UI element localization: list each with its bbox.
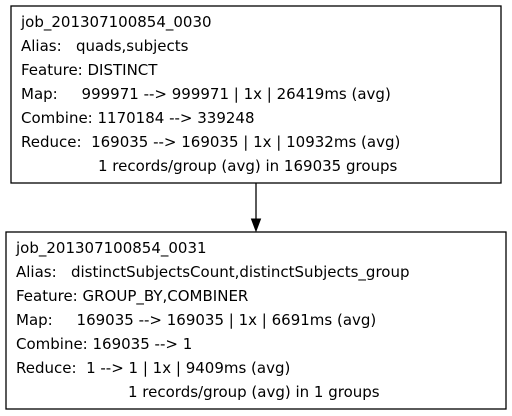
edge-0030-to-0031 (250, 183, 262, 233)
node-job-0031-groups: 1 records/group (avg) in 1 groups (128, 383, 380, 401)
node-job-0030-groups: 1 records/group (avg) in 169035 groups (98, 157, 398, 175)
node-job-0031-combine: Combine: 169035 --> 1 (16, 335, 192, 353)
node-job-0030-reduce: Reduce: 169035 --> 169035 | 1x | 10932ms… (21, 133, 400, 151)
node-job-0031-box (5, 231, 507, 410)
node-job-0031-feature: Feature: GROUP_BY,COMBINER (16, 287, 248, 306)
node-job-0031-map: Map: 169035 --> 169035 | 1x | 6691ms (av… (16, 311, 376, 329)
node-job-0030-box (10, 5, 502, 184)
node-job-0031-reduce: Reduce: 1 --> 1 | 1x | 9409ms (avg) (16, 359, 290, 377)
node-job-0031: job_201307100854_0031 Alias: distinctSub… (5, 231, 507, 410)
node-job-0030-combine: Combine: 1170184 --> 339248 (21, 109, 255, 127)
arrowhead-icon (250, 218, 262, 233)
node-job-0030-map: Map: 999971 --> 999971 | 1x | 26419ms (a… (21, 85, 391, 103)
node-job-0030-alias: Alias: quads,subjects (21, 37, 189, 55)
node-job-0031-alias: Alias: distinctSubjectsCount,distinctSub… (16, 263, 410, 282)
node-job-0030: job_201307100854_0030 Alias: quads,subje… (10, 5, 502, 184)
node-job-0030-title: job_201307100854_0030 (20, 13, 212, 32)
node-job-0030-feature: Feature: DISTINCT (21, 61, 158, 79)
node-job-0031-title: job_201307100854_0031 (15, 239, 207, 258)
